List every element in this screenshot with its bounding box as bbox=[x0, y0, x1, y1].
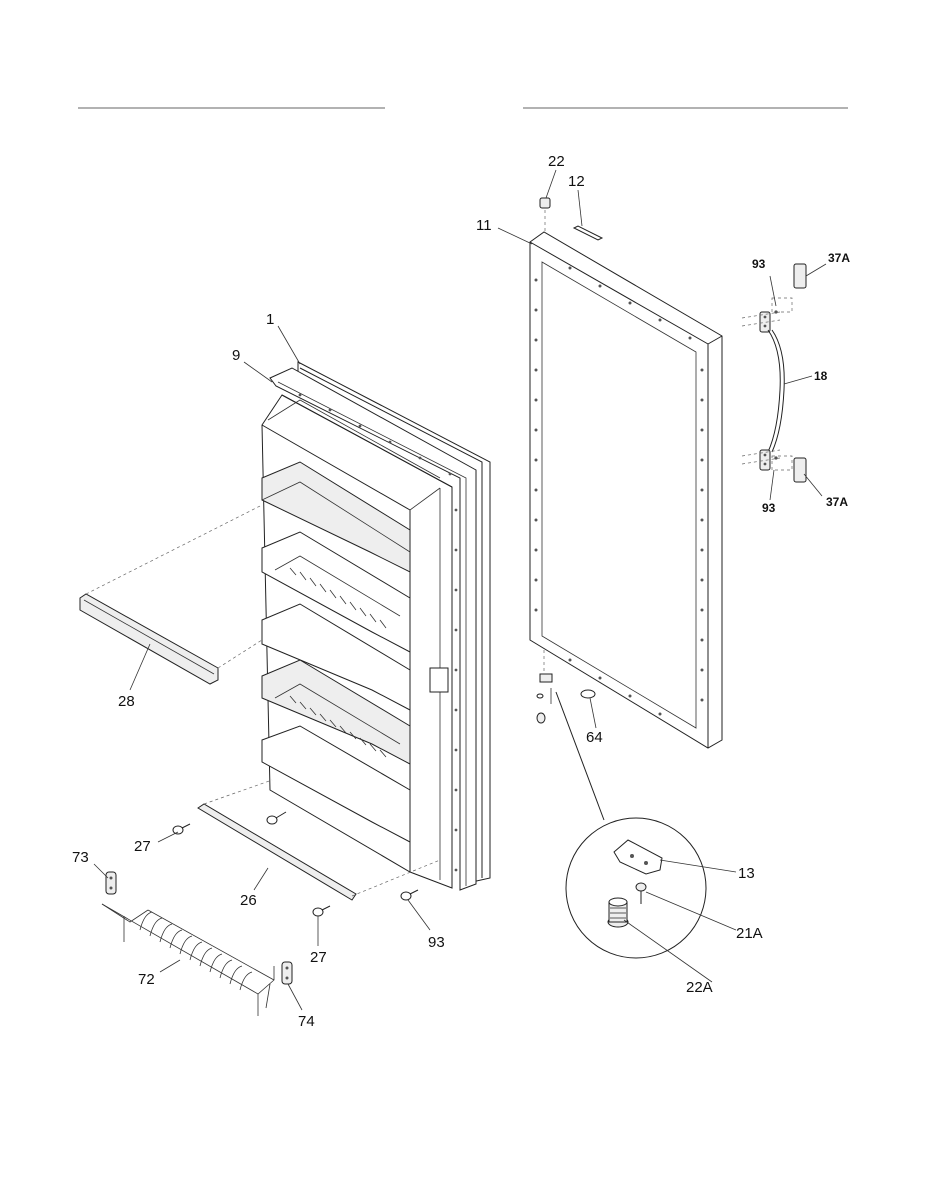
screw-27a-part bbox=[172, 823, 191, 835]
callout-72: 72 bbox=[138, 971, 155, 988]
callout-73: 73 bbox=[72, 849, 89, 866]
door-gasket-part bbox=[269, 367, 477, 891]
handle-cap-top-part bbox=[793, 263, 807, 289]
door-border-holes bbox=[534, 266, 704, 716]
outer-door-assembly bbox=[529, 231, 723, 749]
detail-magnifier bbox=[555, 691, 707, 959]
callout-74: 74 bbox=[298, 1013, 315, 1030]
screw-21A-part bbox=[635, 882, 647, 892]
handle-cap-bottom-part bbox=[793, 457, 807, 483]
gasket-holes bbox=[298, 393, 458, 872]
wire-basket-part bbox=[101, 903, 275, 1016]
screw-93a-part bbox=[400, 889, 419, 901]
bottom-rail-part bbox=[197, 779, 441, 901]
left-leader-lines bbox=[93, 325, 431, 1011]
callout-22: 22 bbox=[548, 153, 565, 170]
plug-22-part bbox=[539, 197, 551, 234]
callout-27a: 27 bbox=[134, 838, 151, 855]
callout-1: 1 bbox=[266, 311, 274, 328]
callout-18: 18 bbox=[814, 369, 828, 383]
door-shelves bbox=[261, 461, 411, 843]
callout-37Ab: 37A bbox=[826, 495, 848, 509]
callout-9: 9 bbox=[232, 347, 240, 364]
callout-12: 12 bbox=[568, 173, 585, 190]
callout-93a: 93 bbox=[428, 934, 445, 951]
callout-26: 26 bbox=[240, 892, 257, 909]
screw-27-mid-part bbox=[266, 811, 287, 825]
callout-27b: 27 bbox=[310, 949, 327, 966]
shelf-rail-part bbox=[79, 504, 263, 685]
callout-28: 28 bbox=[118, 693, 135, 710]
outer-door-part bbox=[529, 231, 723, 749]
callout-21A: 21A bbox=[736, 925, 763, 942]
callout-64: 64 bbox=[586, 729, 603, 746]
callout-13: 13 bbox=[738, 865, 755, 882]
label-plate-part bbox=[572, 225, 604, 241]
bottom-hinge-small-parts bbox=[536, 650, 596, 724]
right-leader-lines bbox=[497, 169, 827, 983]
callout-22A: 22A bbox=[686, 979, 713, 996]
bushing-22A-part bbox=[607, 897, 629, 928]
screw-27b-part bbox=[312, 905, 331, 917]
door-liner-assembly bbox=[261, 361, 491, 891]
detail-pointer-line bbox=[555, 691, 605, 821]
callout-93b: 93 bbox=[752, 257, 766, 271]
callout-93c: 93 bbox=[762, 501, 776, 515]
clip-74-part bbox=[281, 961, 293, 985]
handle-assembly bbox=[741, 263, 807, 483]
clip-73-part bbox=[105, 871, 117, 895]
hinge-bracket-13-part bbox=[613, 839, 663, 875]
callout-11: 11 bbox=[476, 217, 492, 234]
callout-37Aa: 37A bbox=[828, 251, 850, 265]
